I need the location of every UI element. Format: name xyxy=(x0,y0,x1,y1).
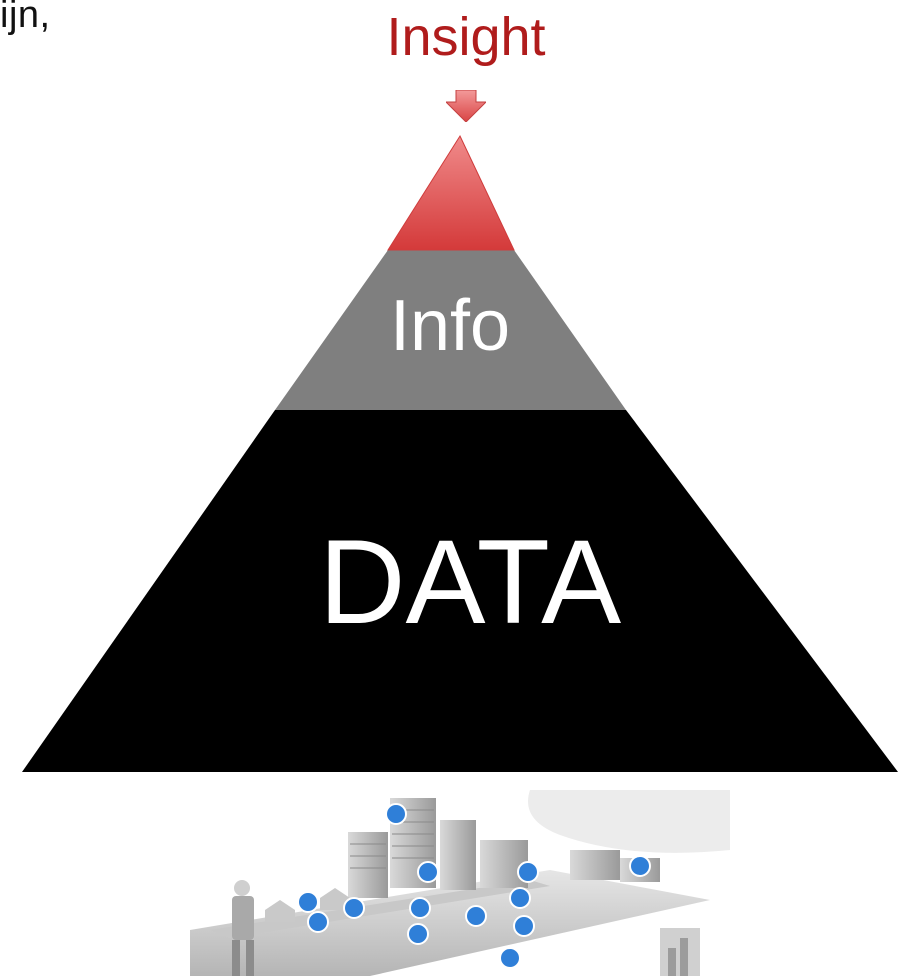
pyramid-info-tier xyxy=(275,250,626,410)
pyramid-insight-tier xyxy=(387,134,515,251)
pyramid-data-tier xyxy=(22,410,898,772)
data-label: DATA xyxy=(318,515,622,649)
corner-text: ijn, xyxy=(0,0,51,36)
down-arrow-icon xyxy=(446,90,486,122)
insight-label: Insight xyxy=(386,7,546,67)
smart-city-illustration xyxy=(190,790,730,976)
info-label: Info xyxy=(389,286,511,366)
